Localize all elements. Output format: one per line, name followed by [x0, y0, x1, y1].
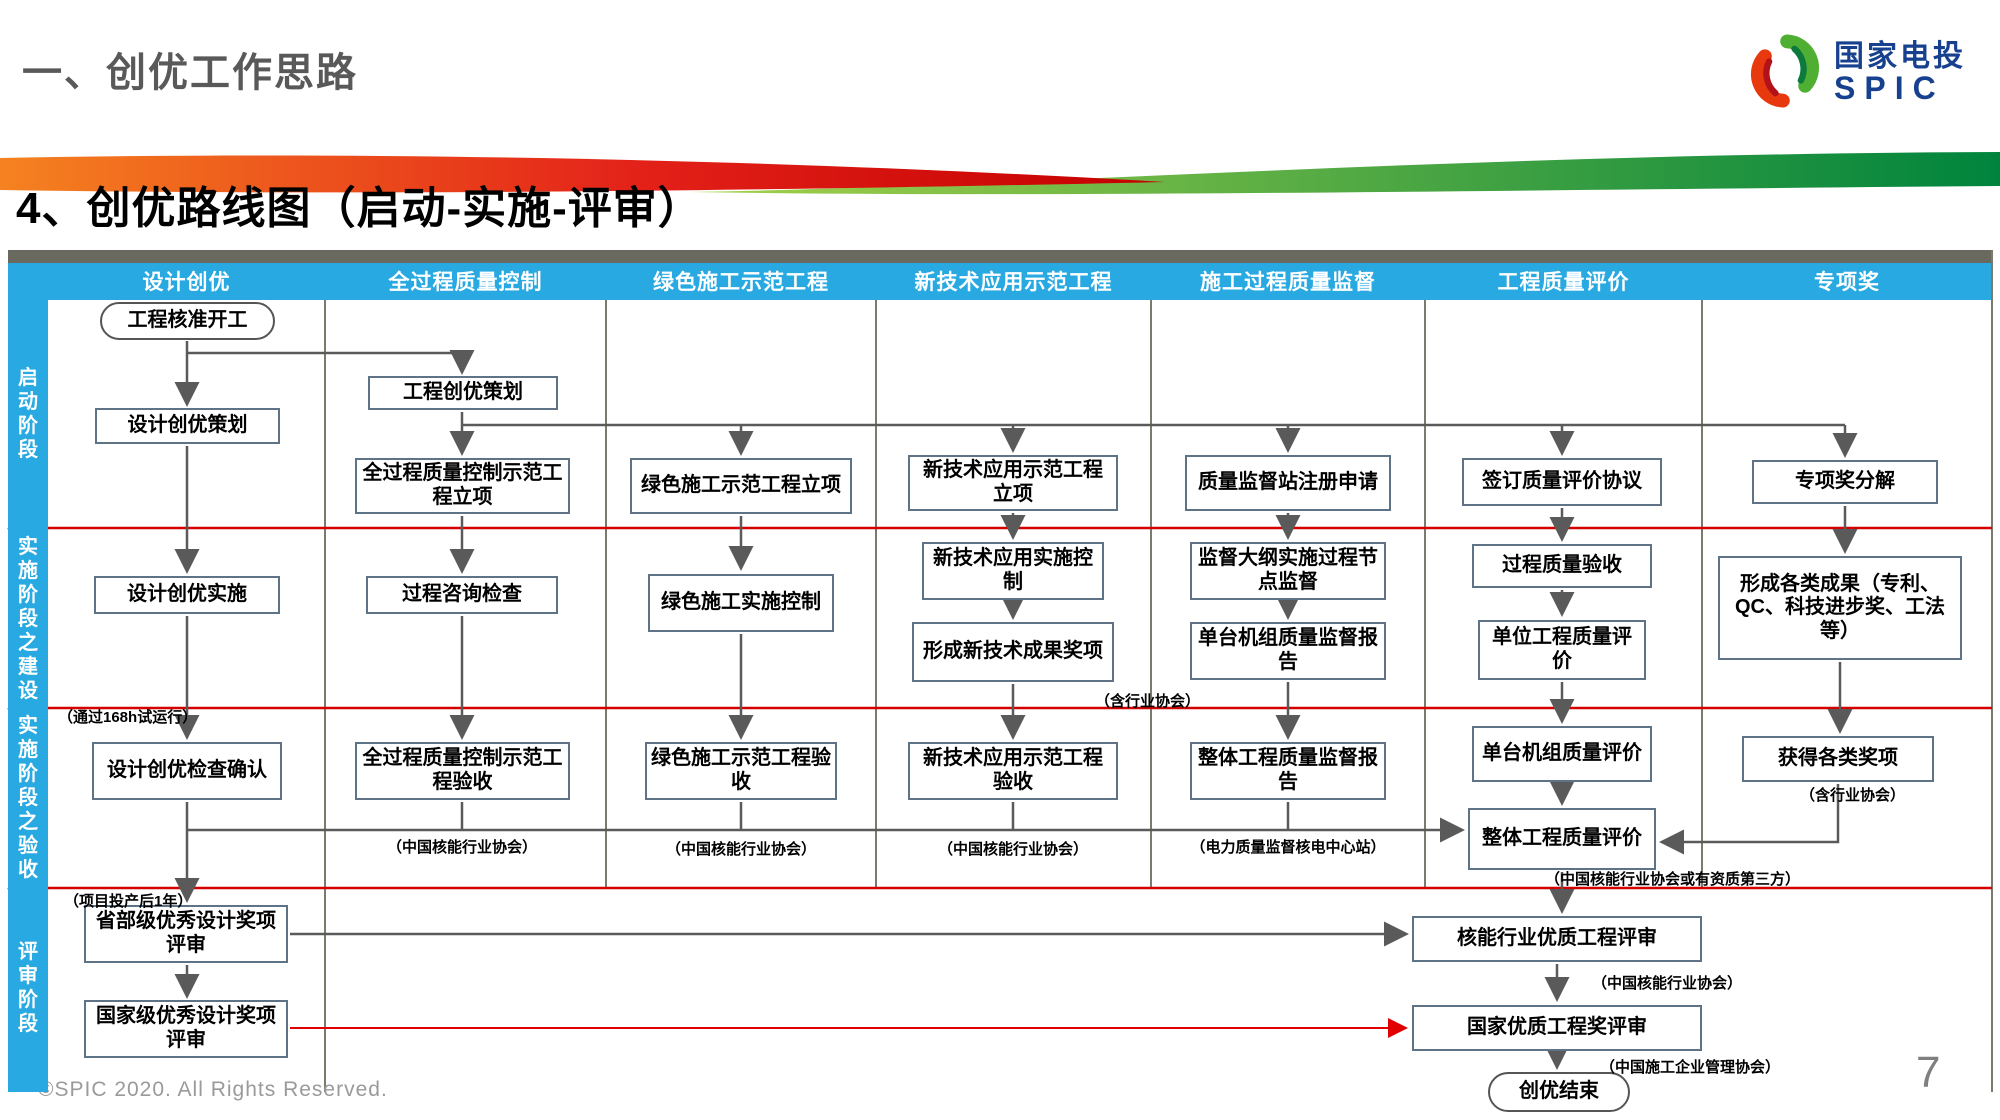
node-tech-control: 新技术应用实施控制 [922, 542, 1104, 600]
node-design-check: 设计创优检查确认 [92, 742, 282, 800]
connector-trunk-lines [460, 423, 1845, 831]
phase-start: 启动阶段 [8, 366, 48, 462]
node-wpqc-acceptance: 全过程质量控制示范工程验收 [355, 742, 570, 800]
node-outline-supervise: 监督大纲实施过程节点监督 [1190, 542, 1386, 600]
note-cnea-tech: （中国核能行业协会） [937, 841, 1088, 858]
column-header-wpqc: 全过程质量控制 [388, 271, 543, 294]
connector-arrows [174, 341, 1858, 1070]
copyright-text: ©SPIC 2020. All Rights Reserved. [38, 1078, 388, 1101]
column-header-green: 绿色施工示范工程 [653, 271, 829, 294]
node-design-impl: 设计创优实施 [94, 576, 280, 614]
phase-acceptance: 实施阶段之验收 [8, 714, 48, 882]
note-power-quality-station: （电力质量监督核电中心站） [1190, 839, 1386, 856]
node-start: 工程核准开工 [100, 302, 275, 340]
column-header-design: 设计创优 [142, 271, 231, 294]
node-award-decompose: 专项奖分解 [1752, 460, 1938, 504]
note-1year-after: （项目投产后1年） [64, 893, 193, 910]
note-cnea-nuclear-review: （中国核能行业协会） [1592, 975, 1743, 992]
node-provincial-design-review: 省部级优秀设计奖项评审 [84, 905, 288, 963]
spic-logo-text: 国家电投 SPIC [1834, 41, 1966, 106]
node-green-acceptance: 绿色施工示范工程验收 [645, 742, 837, 800]
column-header-supervision: 施工过程质量监督 [1200, 271, 1376, 294]
title-divider-ribbon [0, 152, 2000, 195]
node-tech-acceptance: 新技术应用示范工程验收 [908, 742, 1118, 800]
note-cnea-green: （中国核能行业协会） [665, 841, 816, 858]
node-tech-setup: 新技术应用示范工程立项 [908, 455, 1118, 511]
note-168h-trial: （通过168h试运行） [58, 709, 198, 726]
node-results-various: 形成各类成果（专利、QC、科技进步奖、工法等） [1718, 556, 1962, 660]
page-number: 7 [1916, 1048, 1941, 1097]
spic-logo: 国家电投 SPIC [1748, 34, 1966, 113]
node-awards-obtained: 获得各类奖项 [1742, 736, 1934, 782]
note-cnea-or-third-party: （中国核能行业协会或有资质第三方） [1545, 871, 1801, 888]
table-top-bar [8, 250, 1992, 263]
node-sign-agreement: 签订质量评价协议 [1462, 458, 1662, 506]
column-header-evaluation: 工程质量评价 [1497, 271, 1630, 294]
phase-sidebar [8, 263, 48, 1092]
phase-build-label: 实施阶段之建设 [18, 536, 38, 702]
note-cacem: （中国施工企业管理协会） [1600, 1059, 1781, 1076]
phase-review: 评审阶段 [8, 940, 48, 1036]
note-cnea-wpqc: （中国核能行业协会） [386, 839, 537, 856]
node-process-consult: 过程咨询检查 [366, 576, 558, 614]
phase-build: 实施阶段之建设 [8, 535, 48, 703]
node-national-quality-award-review: 国家优质工程奖评审 [1412, 1005, 1702, 1051]
page-title: 一、创优工作思路 [22, 51, 358, 95]
column-divider-lines [324, 250, 1993, 1092]
node-process-acceptance: 过程质量验收 [1472, 544, 1652, 588]
node-tech-results: 形成新技术成果奖项 [912, 622, 1114, 682]
logo-name-cn: 国家电投 [1834, 39, 1966, 73]
note-industry-assoc-awards: （含行业协会） [1800, 787, 1906, 804]
node-national-design-review: 国家级优秀设计奖项评审 [84, 1000, 288, 1058]
phase-acceptance-label: 实施阶段之验收 [18, 715, 38, 881]
table-header-band [8, 263, 1992, 300]
phase-review-label: 评审阶段 [18, 941, 38, 1035]
note-industry-assoc-tech: （含行业协会） [1095, 693, 1201, 710]
node-unit-project-eval: 单位工程质量评价 [1478, 620, 1646, 680]
node-qss-register: 质量监督站注册申请 [1185, 455, 1391, 511]
spic-logo-icon [1748, 34, 1822, 113]
node-overall-supervise-report: 整体工程质量监督报告 [1190, 742, 1386, 800]
column-header-newtech: 新技术应用示范工程 [914, 271, 1113, 294]
node-project-plan: 工程创优策划 [368, 376, 558, 410]
node-green-control: 绿色施工实施控制 [648, 574, 834, 632]
logo-name-en: SPIC [1834, 70, 1945, 107]
node-nuclear-industry-review: 核能行业优质工程评审 [1412, 916, 1702, 962]
column-header-awards: 专项奖 [1814, 271, 1880, 294]
node-green-setup: 绿色施工示范工程立项 [630, 458, 852, 514]
node-end: 创优结束 [1488, 1072, 1630, 1112]
section-title: 4、创优路线图（启动-实施-评审） [16, 184, 703, 233]
node-overall-quality-eval: 整体工程质量评价 [1468, 808, 1656, 870]
node-unit-supervise-report: 单台机组质量监督报告 [1190, 622, 1386, 680]
phase-start-label: 启动阶段 [18, 367, 38, 461]
node-wpqc-setup: 全过程质量控制示范工程立项 [355, 458, 570, 514]
node-unit-quality-eval: 单台机组质量评价 [1472, 726, 1652, 782]
node-design-plan: 设计创优策划 [95, 408, 280, 444]
